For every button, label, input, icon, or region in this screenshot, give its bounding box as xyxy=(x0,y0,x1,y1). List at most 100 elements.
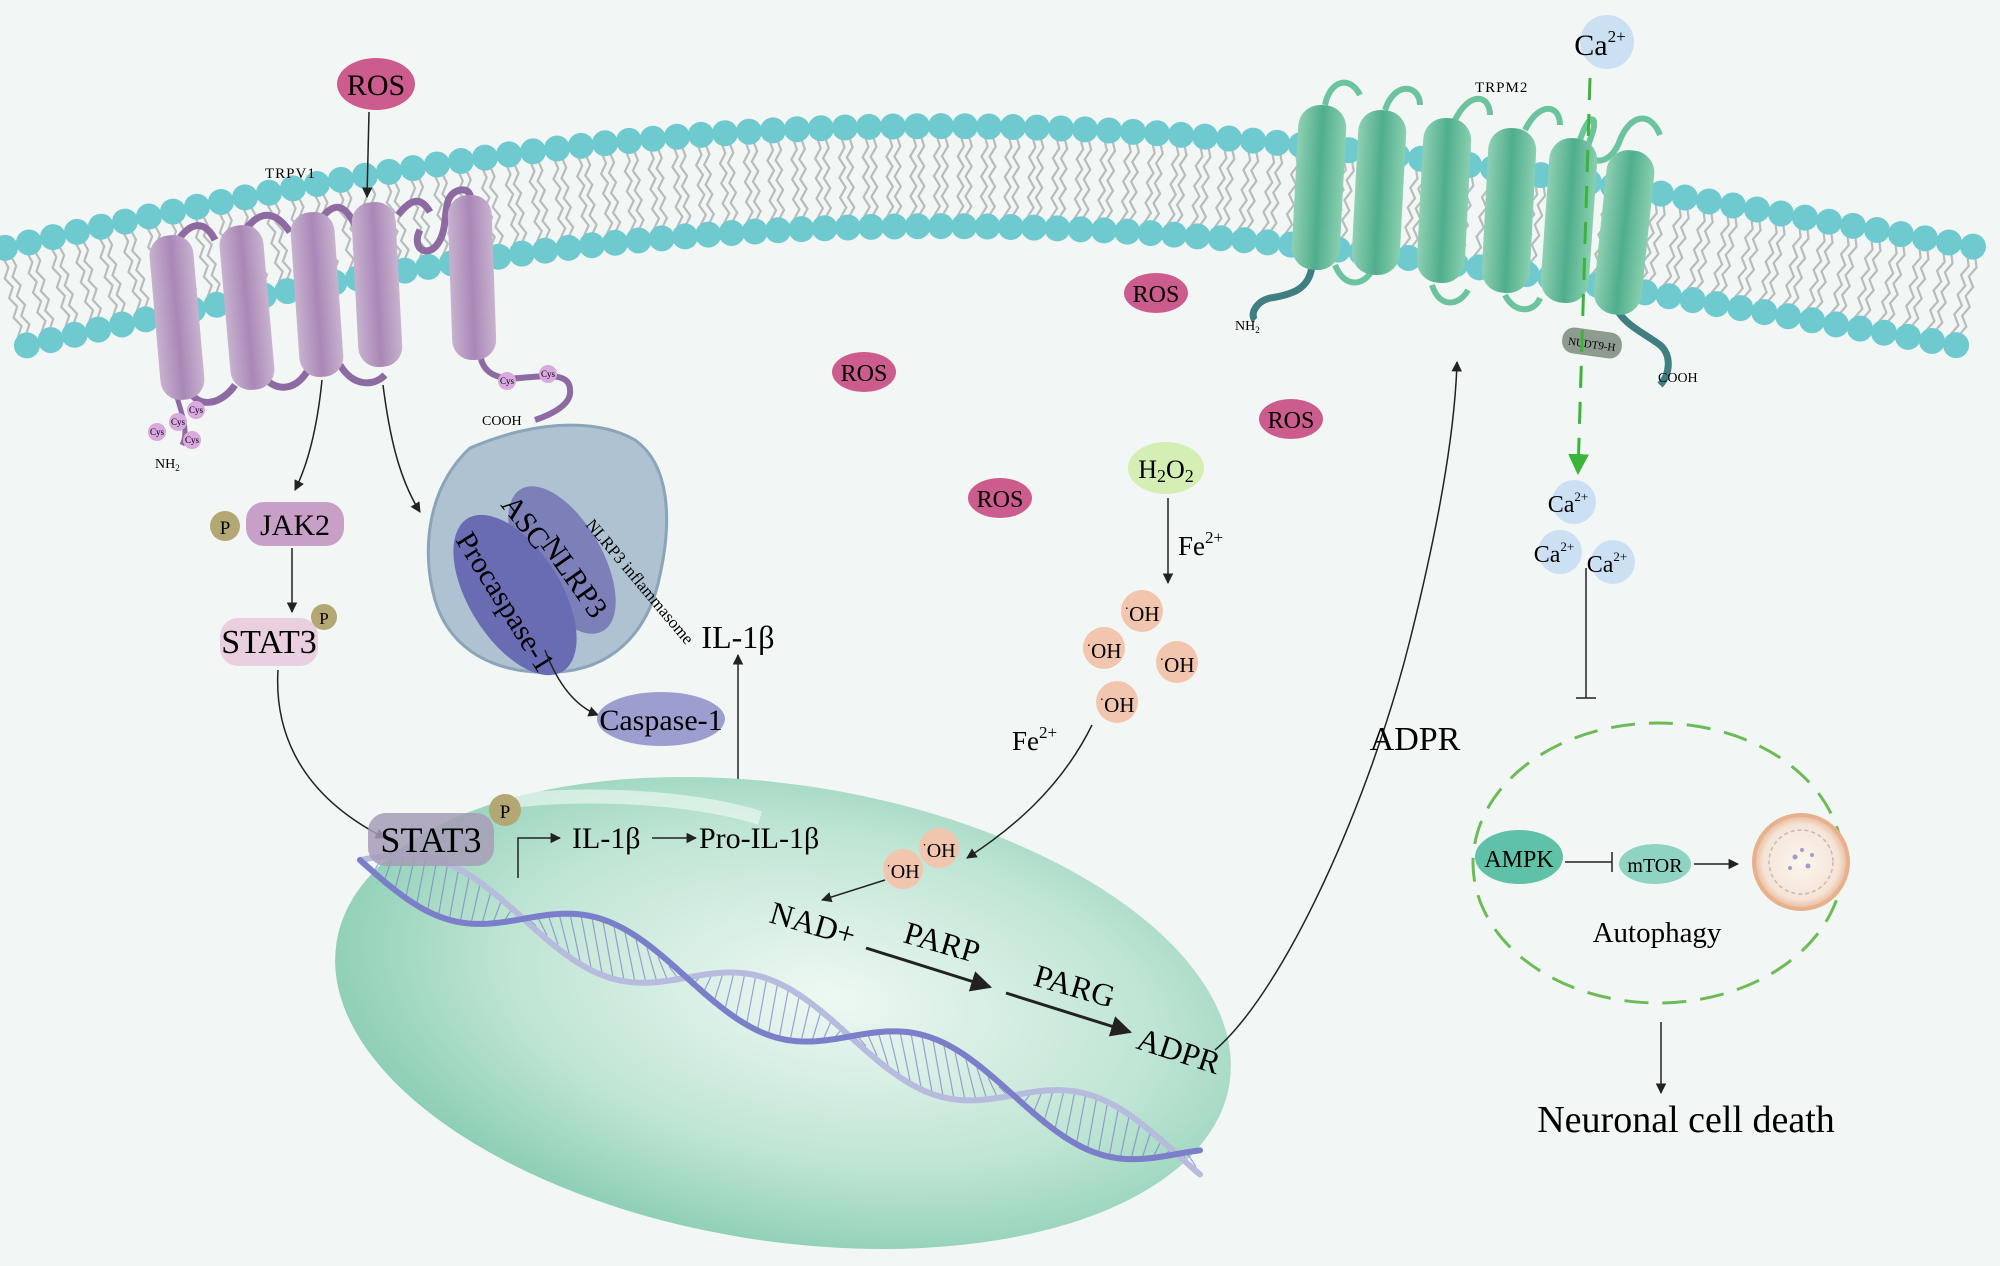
lipid-head xyxy=(64,218,90,245)
svg-text:ROS: ROS xyxy=(347,69,405,102)
dna-base-pair xyxy=(1053,1089,1065,1134)
lipid-head xyxy=(1919,328,1946,355)
lipid-head xyxy=(1231,227,1258,254)
lipid-head xyxy=(1936,229,1962,256)
lipid-head xyxy=(1192,123,1218,150)
lipid-tail xyxy=(1950,255,1978,337)
autophagy-label: Autophagy xyxy=(1593,917,1722,949)
lipid-tail xyxy=(1119,141,1141,223)
lipid-tail xyxy=(1190,146,1212,228)
pro-il1b-label: Pro-IL-1β xyxy=(699,822,819,855)
dna-strand xyxy=(357,857,1203,1163)
lipid-tail xyxy=(790,138,809,220)
lipid-head xyxy=(1090,217,1117,244)
lipid-tail xyxy=(1096,140,1117,222)
lipid-head xyxy=(1048,115,1074,142)
lipid-head xyxy=(400,155,426,182)
lipid-head xyxy=(1044,215,1071,242)
svg-text:P: P xyxy=(500,802,511,823)
lipid-head xyxy=(1703,291,1730,318)
lipid-tail xyxy=(623,150,645,232)
lipid-head xyxy=(1655,283,1682,310)
lipid-head xyxy=(578,232,605,259)
ampk-protein: AMPK xyxy=(1475,830,1563,884)
hydroxyl-radical: ·OH xyxy=(883,849,923,889)
lipid-tail xyxy=(1829,234,1858,316)
svg-text:mTOR: mTOR xyxy=(1627,855,1683,877)
dna-helix xyxy=(357,851,1203,1178)
dna-base-pair xyxy=(756,976,768,1033)
lipid-head xyxy=(280,175,306,202)
lipid-head xyxy=(1395,244,1422,271)
hydroxyl-radical: ·OH xyxy=(1096,681,1138,723)
lipid-head xyxy=(1960,233,1986,260)
lipid-head xyxy=(718,219,745,246)
dna-base-pair xyxy=(910,1033,922,1087)
lipid-head xyxy=(16,229,42,256)
lipid-head xyxy=(13,332,40,359)
lipid-head xyxy=(88,213,114,240)
lipid-head xyxy=(664,123,690,150)
ros-molecule: ROS xyxy=(832,352,896,392)
ros-molecule: ROS xyxy=(1124,273,1188,313)
svg-text:·OH: ·OH xyxy=(1086,639,1121,663)
svg-text:JAK2: JAK2 xyxy=(260,509,330,542)
lipid-tail xyxy=(50,245,79,327)
lipid-tail xyxy=(671,145,692,228)
lipid-head xyxy=(1067,216,1094,243)
lipid-head xyxy=(1912,225,1938,252)
lipid-head xyxy=(811,215,838,242)
dna-base-pair xyxy=(1064,1090,1076,1141)
dna-base-pair xyxy=(580,915,592,968)
dna-base-pair xyxy=(1119,1111,1131,1160)
dna-base-pair xyxy=(800,999,812,1042)
lipid-head xyxy=(1775,303,1802,330)
lipid-tail xyxy=(861,136,879,218)
lipid-head xyxy=(1207,225,1234,252)
lipid-head xyxy=(640,125,666,152)
svg-text:Caspase-1: Caspase-1 xyxy=(599,704,722,737)
lipid-head xyxy=(928,113,954,140)
dna-base-pair xyxy=(888,1031,900,1074)
stat3-nuclear: STAT3 xyxy=(368,813,494,866)
cys-label: Cys xyxy=(150,427,165,437)
lipid-head xyxy=(1072,116,1098,143)
lipid-head xyxy=(532,237,559,264)
lipid-head xyxy=(1864,217,1890,244)
svg-text:Ca2+: Ca2+ xyxy=(1574,27,1625,62)
calcium-ion: Ca2+ xyxy=(1548,480,1596,524)
lipid-tail xyxy=(956,135,974,217)
p-phosphate: P xyxy=(210,511,240,541)
lipid-head xyxy=(784,116,810,143)
dna-base-pair xyxy=(866,1032,878,1057)
lipid-head xyxy=(951,213,978,240)
dna-base-pair xyxy=(448,866,460,922)
svg-text:Ca2+: Ca2+ xyxy=(1587,549,1628,578)
lipid-tail xyxy=(1782,226,1810,308)
trpm2-channel: NUDT9-H NH2 COOH TRPM2 xyxy=(1235,79,1698,388)
lipid-head xyxy=(1816,208,1842,235)
mtor-protein: mTOR xyxy=(1619,844,1691,884)
hydroxyl-radical: ·OH xyxy=(919,828,959,868)
lipid-tail xyxy=(74,240,103,322)
lipid-head xyxy=(1120,118,1146,145)
lipid-head xyxy=(952,113,978,140)
nh2-label: NH2 xyxy=(1235,319,1260,335)
lipid-tail xyxy=(1686,210,1714,292)
lipid-head xyxy=(472,144,498,171)
dna-base-pair xyxy=(723,972,735,1014)
lipid-head xyxy=(736,118,762,145)
fe2-label: Fe2+ xyxy=(1012,723,1057,756)
svg-text:STAT3: STAT3 xyxy=(380,820,481,860)
calcium-ion: Ca2+ xyxy=(1574,15,1634,69)
lipid-head xyxy=(1943,332,1970,359)
svg-text:·OH: ·OH xyxy=(1124,602,1159,626)
lipid-head xyxy=(160,198,186,225)
dna-base-pair xyxy=(965,1059,977,1101)
nudt9-domain xyxy=(1562,327,1622,359)
dna-base-pair xyxy=(470,879,482,925)
lipid-tail xyxy=(1853,239,1882,320)
lipid-head xyxy=(712,120,738,147)
svg-text:ROS: ROS xyxy=(841,361,888,387)
lipid-head xyxy=(858,213,885,240)
